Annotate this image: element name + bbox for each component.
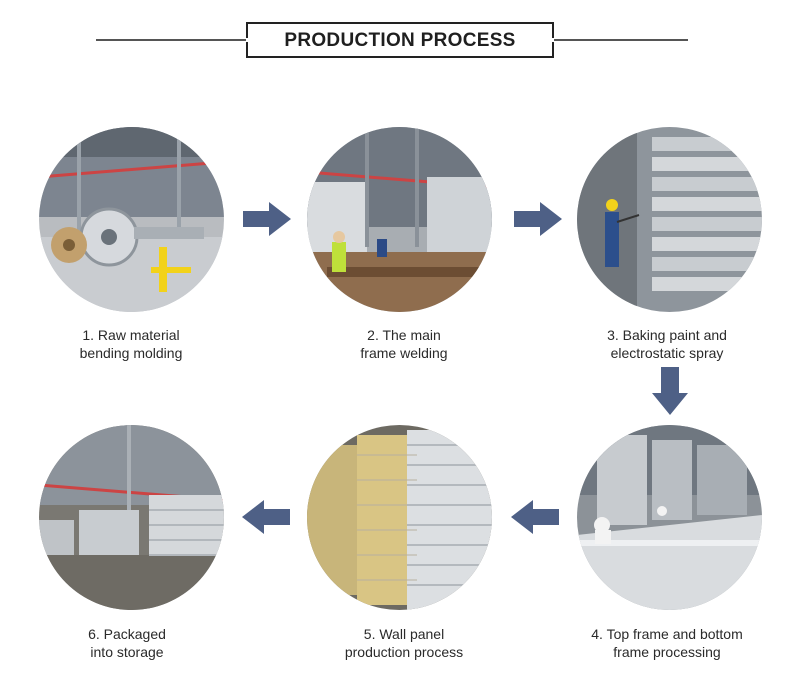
step-4-caption: 4. Top frame and bottom frame processing <box>567 625 767 661</box>
step-label-line1: 4. Top frame and bottom <box>591 626 743 642</box>
step-6-caption: 6. Packaged into storage <box>27 625 227 661</box>
page-title: PRODUCTION PROCESS <box>276 30 524 51</box>
step-1-photo <box>39 127 224 312</box>
arrow-left-icon <box>242 500 290 534</box>
arrow-right-icon <box>243 202 291 236</box>
step-label-line2: production process <box>344 644 464 660</box>
arrow-right-icon <box>514 202 562 236</box>
arrow-left-icon <box>511 500 559 534</box>
step-label-line1: 2. The main <box>367 327 441 343</box>
step-label-line2: frame welding <box>360 345 448 361</box>
step-4-photo <box>577 425 762 610</box>
step-label-line1: 3. Baking paint and <box>607 327 727 343</box>
step-label-line2: electrostatic spray <box>610 345 724 361</box>
step-6-photo <box>39 425 224 610</box>
step-label-line1: 5. Wall panel <box>363 626 445 642</box>
step-5-photo <box>307 425 492 610</box>
step-label-line2: frame processing <box>613 644 721 660</box>
step-label-line1: 6. Packaged <box>88 626 166 642</box>
step-1-caption: 1. Raw material bending molding <box>31 326 231 362</box>
step-3-caption: 3. Baking paint and electrostatic spray <box>567 326 767 362</box>
step-label-line1: 1. Raw material <box>82 327 180 343</box>
title-rule-right <box>554 39 688 41</box>
step-label-line2: bending molding <box>79 345 183 361</box>
step-2-caption: 2. The main frame welding <box>304 326 504 362</box>
title-frame: PRODUCTION PROCESS <box>246 22 554 58</box>
title-rule-left <box>96 39 246 41</box>
step-5-caption: 5. Wall panel production process <box>304 625 504 661</box>
step-3-photo <box>577 127 762 312</box>
arrow-down-icon <box>652 367 688 415</box>
step-2-photo <box>307 127 492 312</box>
step-label-line2: into storage <box>90 644 164 660</box>
